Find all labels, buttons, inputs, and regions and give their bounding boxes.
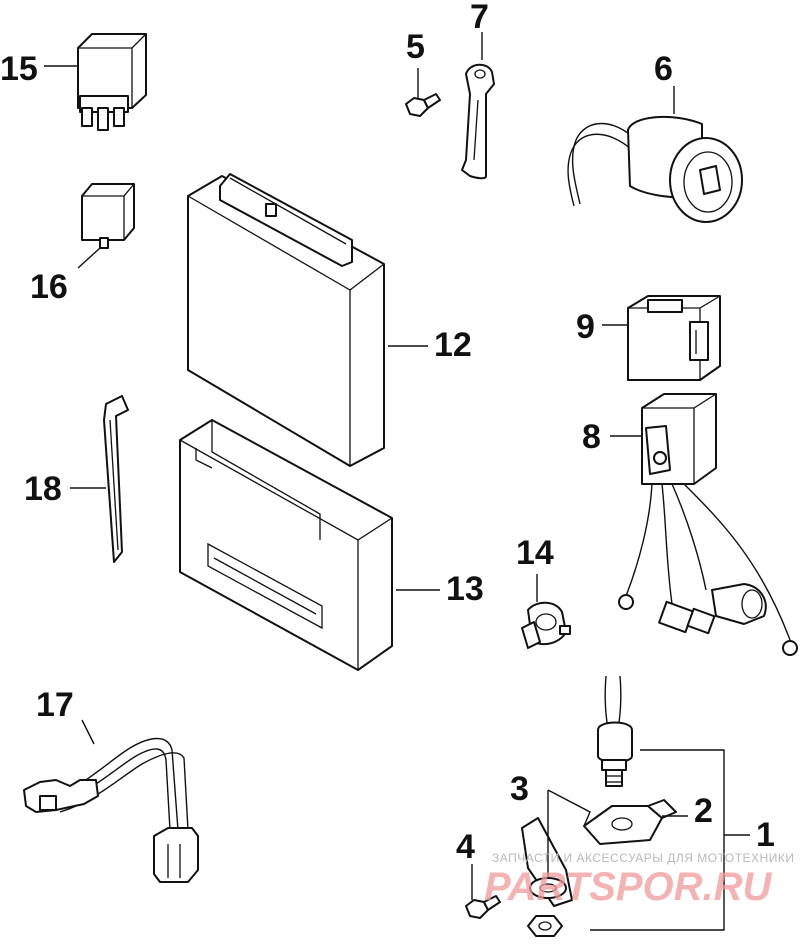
label-7: 7 [470, 0, 489, 36]
cable-tie-18-drawing [103, 395, 129, 563]
label-12: 12 [434, 326, 472, 364]
label-3: 3 [510, 770, 529, 808]
stay-7-drawing [461, 63, 495, 180]
switch-assembly-1-drawing [597, 675, 633, 787]
label-17: 17 [36, 686, 74, 724]
label-6: 6 [654, 50, 673, 88]
case-13-drawing [179, 419, 393, 671]
clamp-14-drawing [521, 601, 571, 649]
label-8: 8 [582, 418, 601, 456]
plate-3-drawing [521, 817, 573, 937]
label-14: 14 [516, 534, 554, 572]
label-16: 16 [30, 268, 68, 306]
screw-4-drawing [465, 895, 501, 919]
harness-17-drawing [23, 737, 199, 883]
label-1: 1 [756, 816, 775, 854]
control-unit-8-drawing [618, 393, 798, 656]
label-9: 9 [576, 308, 595, 346]
label-15: 15 [0, 50, 38, 88]
watermark-tagline: ЗАПЧАСТИ И АКСЕССУАРЫ ДЛЯ МОТОТЕХНИКИ [492, 851, 794, 865]
label-13: 13 [446, 570, 484, 608]
ecu-12-drawing [187, 173, 385, 467]
relay-16-drawing [81, 183, 135, 249]
label-4: 4 [456, 828, 475, 866]
relay-15-drawing [77, 33, 147, 131]
bolt-5-drawing [405, 93, 441, 117]
resistor-9-drawing [627, 295, 721, 381]
watermark-brand: PARTSPOR.RU [484, 865, 773, 909]
label-18: 18 [24, 470, 62, 508]
bracket-2-drawing [583, 799, 677, 845]
ignition-switch-6-drawing [567, 115, 743, 223]
label-2: 2 [694, 792, 713, 830]
label-5: 5 [406, 28, 425, 66]
